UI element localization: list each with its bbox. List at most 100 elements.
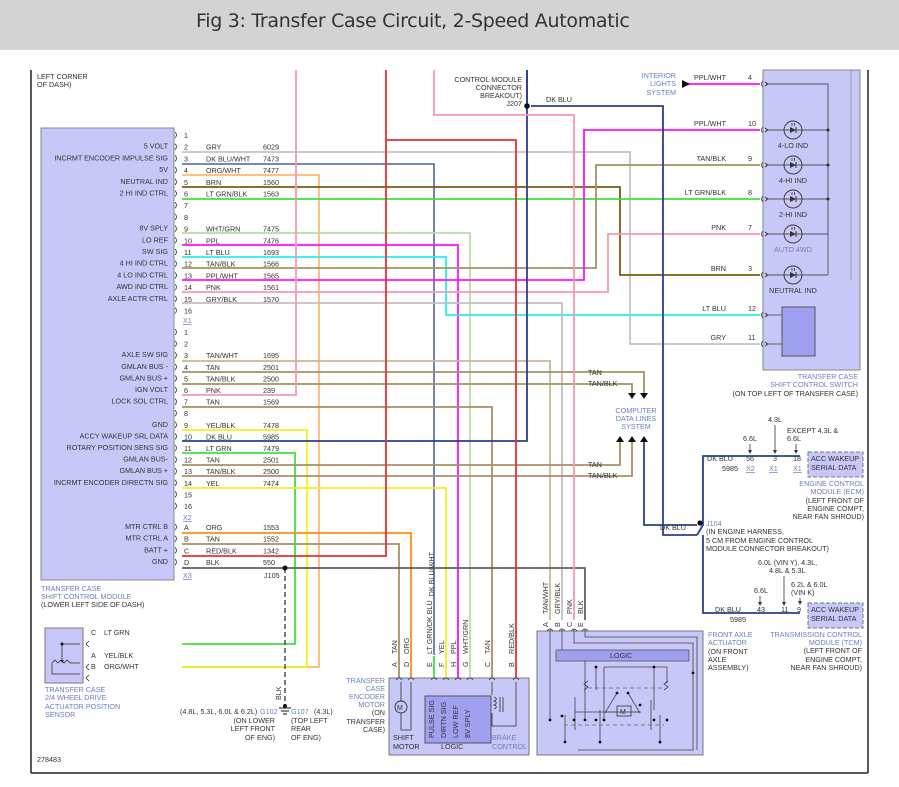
pin-function: MTR CTRL B bbox=[125, 522, 168, 531]
svg-text:SENSOR: SENSOR bbox=[45, 710, 75, 719]
wire-color: PPL/WHT bbox=[206, 271, 239, 280]
svg-text:TAN: TAN bbox=[483, 640, 492, 654]
pin-function: GND bbox=[152, 420, 168, 429]
svg-text:E: E bbox=[425, 662, 434, 667]
svg-text:4.3L: 4.3L bbox=[768, 415, 782, 424]
svg-text:ACTUATOR POSITION: ACTUATOR POSITION bbox=[45, 702, 120, 711]
wire-color: YEL bbox=[206, 479, 220, 488]
x2-label: X2 bbox=[183, 513, 192, 522]
svg-text:6.6L: 6.6L bbox=[743, 434, 757, 443]
svg-text:1: 1 bbox=[184, 328, 188, 337]
svg-text:M: M bbox=[620, 709, 626, 716]
computer-data-lines: TAN TAN/BLK TAN TAN/BLK COMPUTER DATA LI… bbox=[588, 368, 657, 480]
svg-text:5 CM FROM ENGINE CONTROL: 5 CM FROM ENGINE CONTROL bbox=[706, 536, 813, 545]
pin-function: GMLAN BUS + bbox=[119, 373, 168, 382]
svg-text:ENGINE CONTROL: ENGINE CONTROL bbox=[799, 479, 864, 488]
wire-tan-2501-a bbox=[182, 371, 645, 393]
svg-text:MOTOR: MOTOR bbox=[358, 700, 385, 709]
svg-text:2: 2 bbox=[184, 143, 188, 152]
circuit-number: 5985 bbox=[263, 432, 279, 441]
pin-function: GND bbox=[152, 557, 168, 566]
svg-text:ORG/WHT: ORG/WHT bbox=[104, 662, 139, 671]
j207-note: CONTROL MODULE CONNECTOR BREAKOUT) J207 … bbox=[454, 70, 572, 109]
svg-text:ACTUATOR: ACTUATOR bbox=[708, 638, 747, 647]
svg-text:GRY/BLK: GRY/BLK bbox=[553, 583, 562, 614]
svg-text:PNK: PNK bbox=[711, 223, 726, 232]
wire-color: TAN/WHT bbox=[206, 351, 239, 360]
wire-tanblk-2500-b bbox=[182, 442, 633, 477]
wire-whtgrn-7475 bbox=[182, 232, 471, 680]
x2-pin-1: 1 bbox=[174, 328, 188, 337]
svg-text:6.6L: 6.6L bbox=[754, 586, 768, 595]
x2-pin-15: 15 bbox=[174, 490, 192, 499]
svg-text:12: 12 bbox=[184, 456, 192, 465]
circuit-number: 7476 bbox=[263, 236, 279, 245]
svg-text:TRANSFER CASE: TRANSFER CASE bbox=[798, 372, 859, 381]
svg-text:9: 9 bbox=[797, 605, 801, 614]
svg-text:ACC WAKEUP: ACC WAKEUP bbox=[811, 605, 859, 614]
top-left-note: LEFT CORNER OF DASH) bbox=[37, 72, 88, 89]
svg-text:9: 9 bbox=[184, 421, 188, 430]
svg-text:3: 3 bbox=[773, 454, 777, 463]
svg-text:43: 43 bbox=[757, 605, 765, 614]
svg-text:C: C bbox=[91, 628, 96, 637]
svg-text:A: A bbox=[91, 651, 96, 660]
svg-text:3: 3 bbox=[748, 264, 752, 273]
svg-text:SERIAL DATA: SERIAL DATA bbox=[811, 463, 857, 472]
pin-function: SW SIG bbox=[142, 247, 168, 256]
circuit-number: 7479 bbox=[263, 444, 279, 453]
svg-text:INTERIOR: INTERIOR bbox=[642, 71, 676, 80]
pin-function: INCRMT ENCODER DIRECTN SIG bbox=[54, 478, 168, 487]
svg-text:AUTO 4WD: AUTO 4WD bbox=[774, 245, 812, 254]
svg-text:LOGIC: LOGIC bbox=[441, 742, 463, 751]
svg-text:(ON: (ON bbox=[372, 708, 385, 717]
svg-text:3: 3 bbox=[184, 351, 188, 360]
x2-pin-8: 8 bbox=[174, 409, 188, 418]
j105-splice bbox=[282, 565, 288, 571]
svg-text:12: 12 bbox=[748, 304, 756, 313]
wire-color: LT GRN bbox=[206, 444, 232, 453]
svg-text:PPL/WHT: PPL/WHT bbox=[694, 73, 727, 82]
circuit-number: 1693 bbox=[263, 248, 279, 257]
wire-color: PPL bbox=[206, 236, 220, 245]
svg-text:X1: X1 bbox=[793, 464, 802, 473]
pin-function: BATT + bbox=[144, 545, 168, 554]
svg-text:18: 18 bbox=[793, 454, 801, 463]
j207-splice bbox=[524, 103, 530, 109]
wiring-diagram: LEFT CORNER OF DASH) bbox=[30, 69, 869, 774]
svg-text:TAN/WHT: TAN/WHT bbox=[541, 581, 550, 614]
svg-text:OF ENG): OF ENG) bbox=[245, 733, 275, 742]
svg-text:(ON TOP LEFT OF TRANSFER CASE): (ON TOP LEFT OF TRANSFER CASE) bbox=[732, 389, 858, 398]
circuit-number: 239 bbox=[263, 386, 275, 395]
wire-tanblk-1566 bbox=[182, 164, 760, 269]
wire-color: PNK bbox=[206, 386, 221, 395]
svg-text:F: F bbox=[437, 662, 446, 667]
wire-pnk-1561 bbox=[182, 233, 760, 293]
svg-text:BREAKOUT): BREAKOUT) bbox=[480, 91, 522, 100]
svg-text:6: 6 bbox=[184, 190, 188, 199]
svg-text:ENCODER: ENCODER bbox=[349, 692, 385, 701]
svg-text:PULSE SIG: PULSE SIG bbox=[427, 700, 436, 738]
svg-text:13: 13 bbox=[184, 271, 192, 280]
svg-text:(4.3L): (4.3L) bbox=[314, 707, 333, 716]
circuit-number: 1342 bbox=[263, 546, 279, 555]
circuit-number: 2500 bbox=[263, 467, 279, 476]
wire-tanblk-2500-a bbox=[182, 383, 633, 393]
wire-redblk-brake bbox=[387, 139, 517, 680]
circuit-number: 1553 bbox=[263, 523, 279, 532]
wire-color: ORG bbox=[206, 523, 223, 532]
wire-color: GRY/BLK bbox=[206, 295, 237, 304]
svg-text:DK BLU: DK BLU bbox=[660, 523, 686, 532]
